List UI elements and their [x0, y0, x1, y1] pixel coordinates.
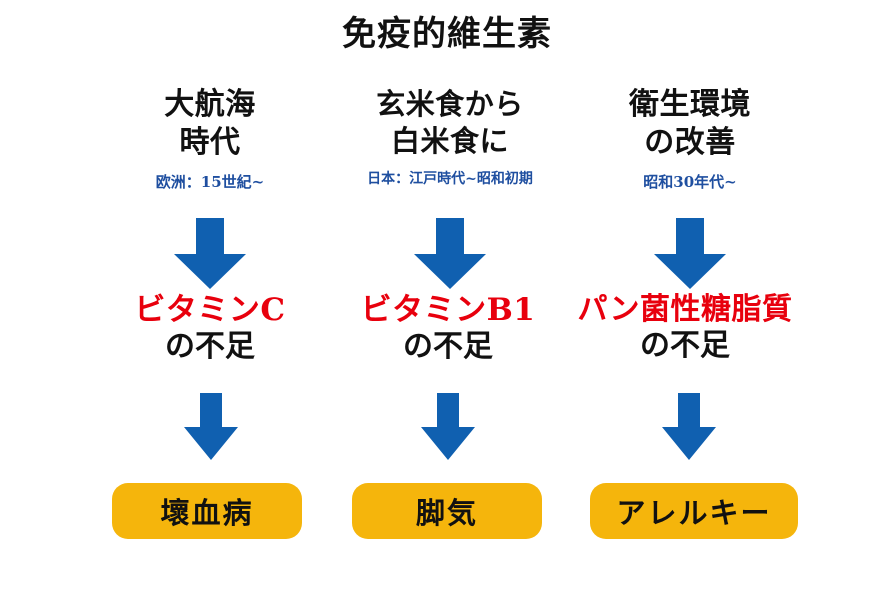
down-arrow-icon — [182, 393, 240, 461]
column-3: 衛生環境 の改善 昭和30年代~ — [550, 86, 830, 192]
column-1-heading: 大航海 時代 — [164, 87, 256, 161]
outcome-pill-1[interactable]: 壞血病 — [112, 483, 302, 539]
down-arrow-icon — [412, 218, 488, 290]
deficiency-3-suffix: の不足 — [640, 327, 730, 363]
outcome-2-label: 脚気 — [415, 496, 478, 530]
outcome-pill-3[interactable]: アレルキー — [590, 483, 798, 539]
column-2-period: 日本：江戸時代~昭和初期 — [367, 171, 533, 188]
deficiency-2-suffix: の不足 — [403, 328, 493, 364]
down-arrow-icon — [660, 393, 718, 461]
column-3-period: 昭和30年代~ — [643, 172, 737, 191]
down-arrow-icon — [652, 218, 728, 290]
column-1-period: 欧洲：15世紀~ — [155, 172, 265, 191]
deficiency-2-name: ビタミンB1 — [360, 292, 536, 328]
column-2: 玄米食から 白米食に 日本：江戸時代~昭和初期 — [310, 86, 590, 188]
deficiency-1: ビタミンC の不足 — [60, 293, 360, 364]
column-3-heading: 衛生環境 の改善 — [629, 87, 751, 161]
column-1: 大航海 時代 欧洲：15世紀~ — [70, 86, 350, 192]
deficiency-2: ビタミンB1 の不足 — [298, 293, 598, 364]
outcome-pill-2[interactable]: 脚気 — [352, 483, 542, 539]
down-arrow-icon — [419, 393, 477, 461]
page-title: 免疫的維生素 — [342, 14, 552, 54]
outcome-3-label: アレルキー — [616, 496, 772, 530]
down-arrow-icon — [172, 218, 248, 290]
deficiency-1-suffix: の不足 — [165, 328, 255, 364]
deficiency-3-name: パン菌性糖脂質 — [577, 292, 793, 327]
deficiency-1-name: ビタミンC — [134, 292, 286, 328]
column-2-heading: 玄米食から 白米食に — [376, 87, 524, 159]
outcome-1-label: 壞血病 — [160, 496, 254, 530]
deficiency-3: パン菌性糖脂質 の不足 — [535, 293, 835, 363]
